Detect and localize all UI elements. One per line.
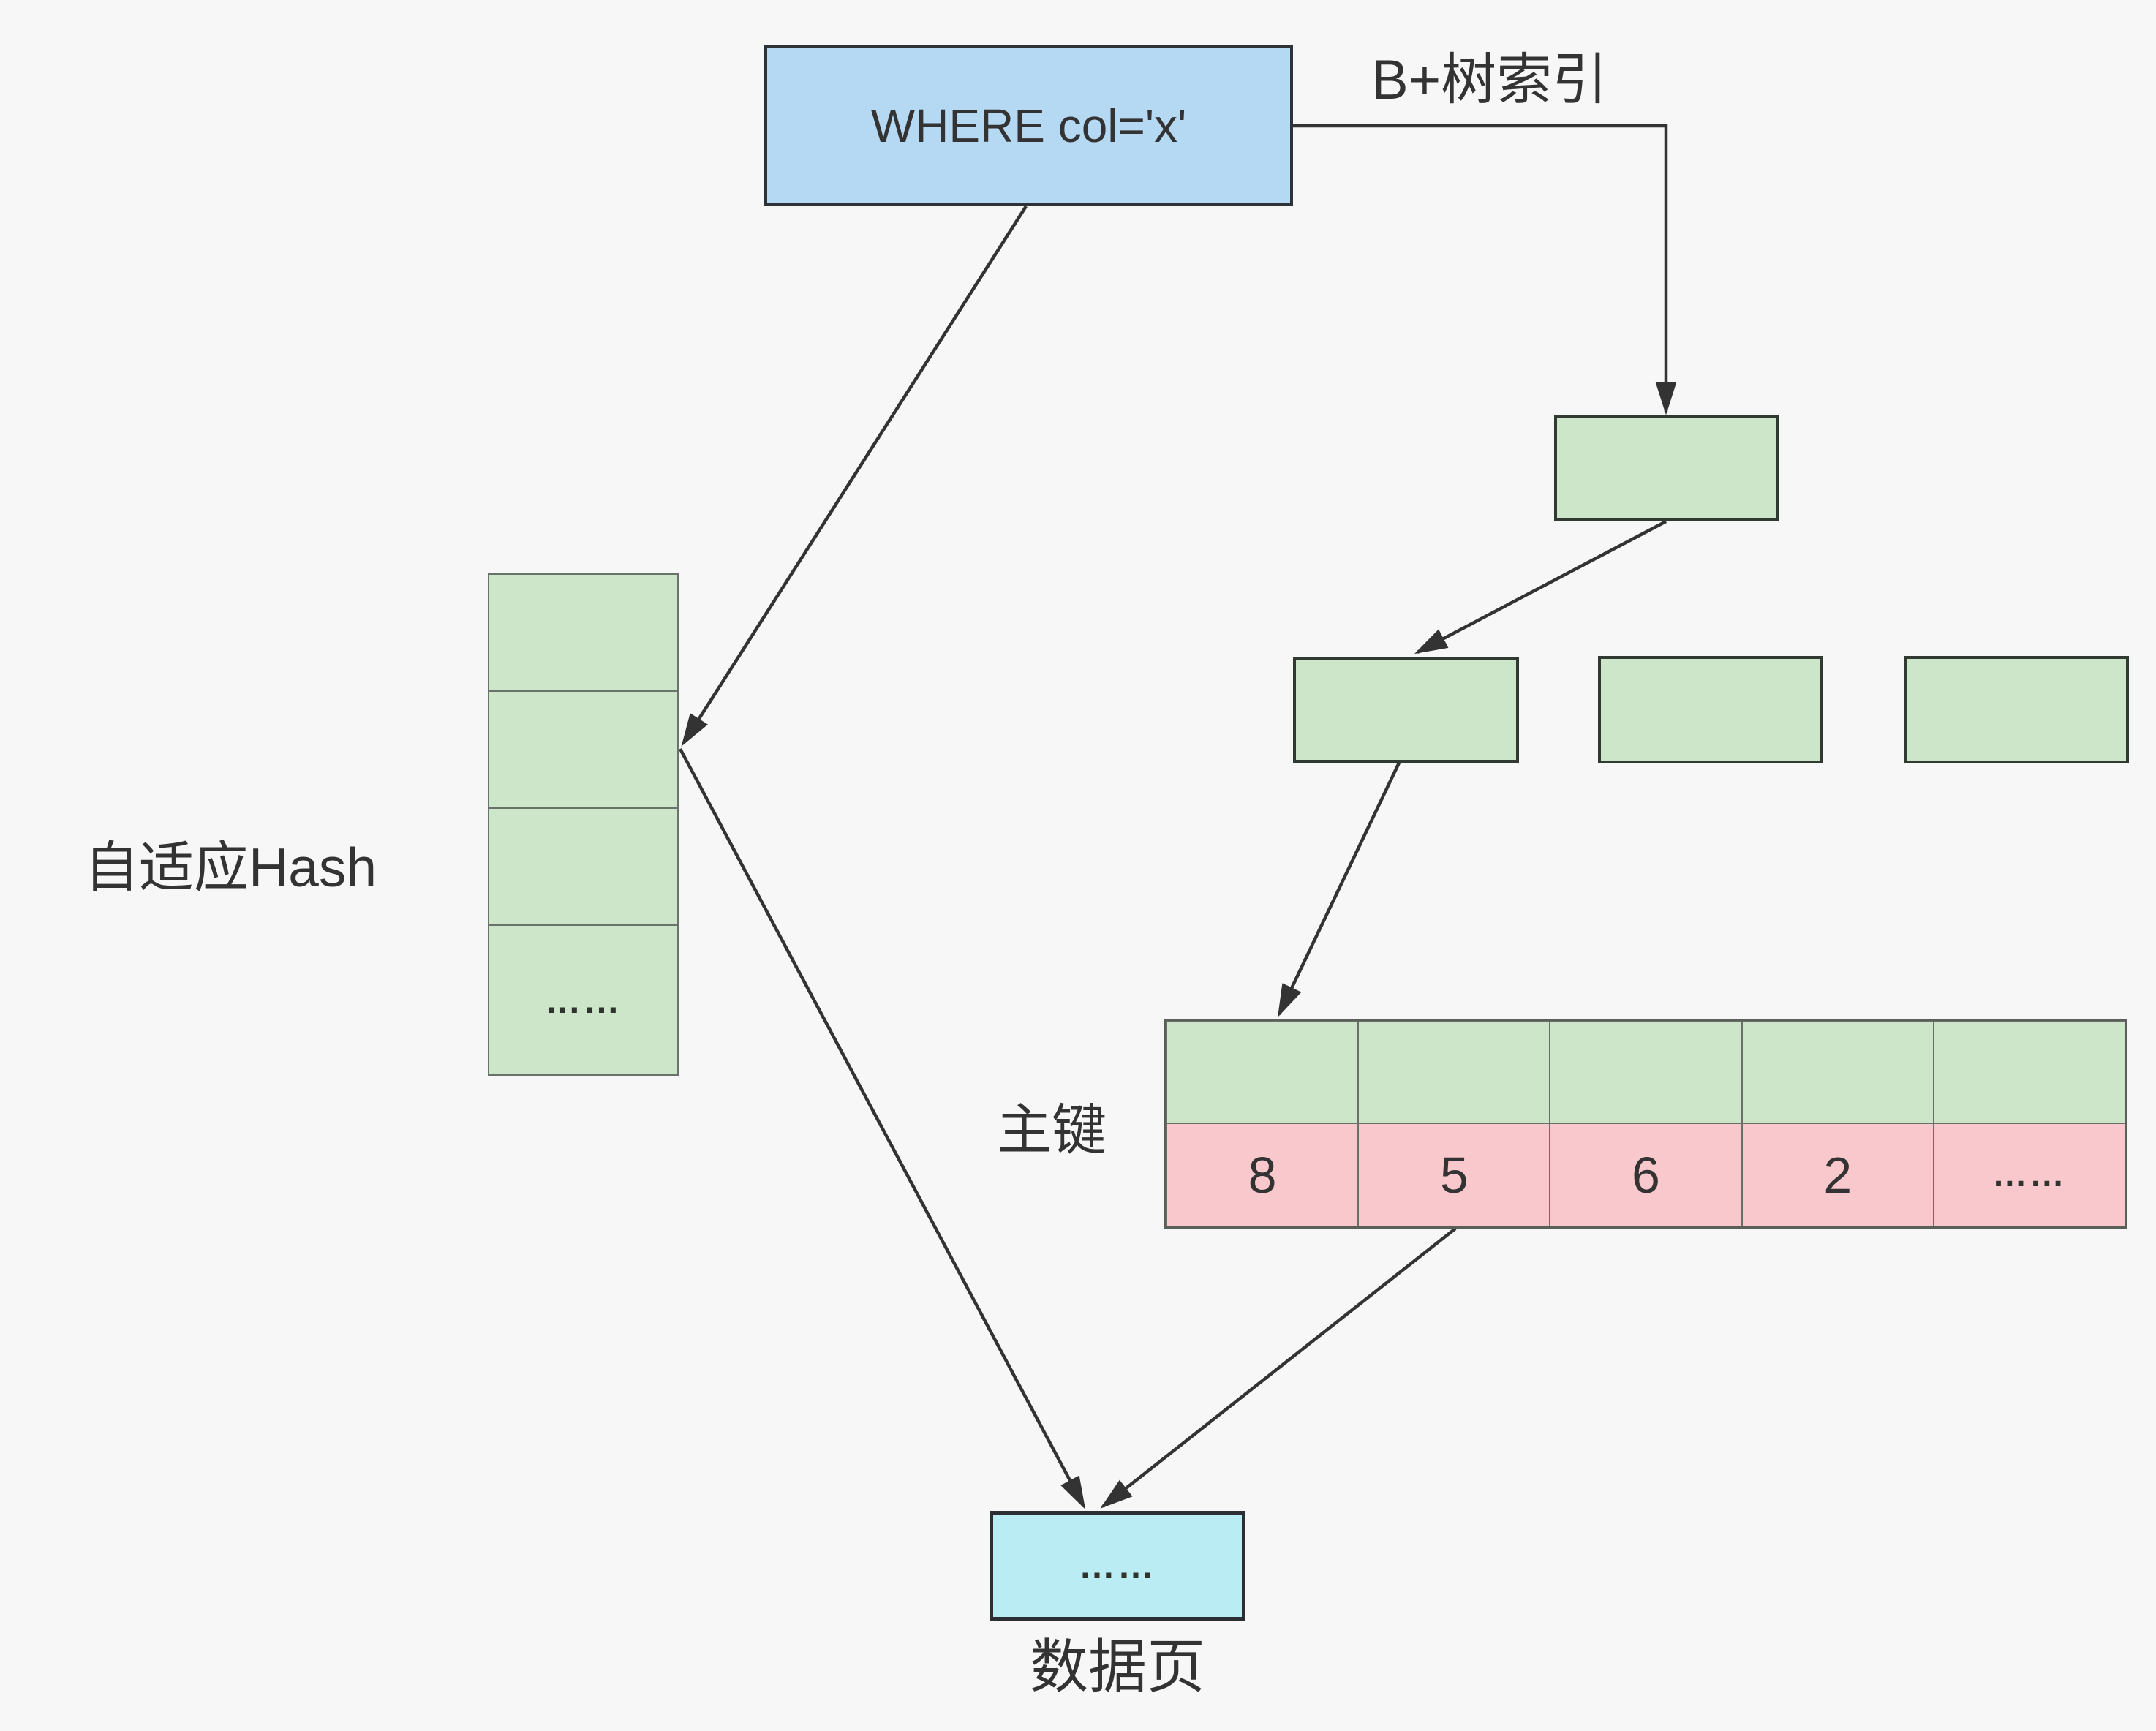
btree-root-node (1554, 415, 1779, 521)
pk-value-cell-1: 8 (1166, 1123, 1359, 1226)
adaptive-hash-stack: …… (488, 573, 679, 1076)
btree-level2-node-2 (1598, 656, 1823, 763)
where-clause-box: WHERE col='x' (764, 45, 1293, 206)
pk-value-2: 5 (1439, 1146, 1469, 1204)
hash-ellipsis-text: …… (544, 979, 622, 1021)
data-page-box: …… (990, 1511, 1245, 1621)
pk-value-3: 6 (1632, 1146, 1660, 1204)
hash-bucket-ellipsis: …… (489, 926, 677, 1074)
adaptive-hash-label: 自适应Hash (84, 837, 377, 898)
btree-level2-node-1 (1293, 657, 1519, 763)
primary-key-table: 8 5 6 2 …… (1164, 1019, 2127, 1229)
pk-value-cell-4: 2 (1741, 1123, 1934, 1226)
pk-green-cell-2 (1358, 1021, 1550, 1123)
pk-value-4: 2 (1823, 1146, 1852, 1204)
primary-key-label: 主键 (997, 1099, 1107, 1161)
arrow-root-to-level2 (1414, 520, 1667, 655)
pk-value-cell-3: 6 (1550, 1123, 1742, 1226)
data-page-ellipsis-text: …… (1079, 1545, 1156, 1586)
arrow-level2-to-pk-table (1277, 762, 1401, 1018)
data-page-label: 数据页 (1030, 1634, 1205, 1700)
pk-value-1: 8 (1248, 1146, 1277, 1204)
pk-green-cell-4 (1741, 1021, 1934, 1123)
hash-bucket-2 (489, 692, 677, 809)
btree-level2-node-3 (1904, 656, 2129, 763)
pk-green-cell-5 (1933, 1021, 2125, 1123)
arrow-where-to-btree-root (1293, 124, 1677, 415)
pk-green-cell-3 (1550, 1021, 1742, 1123)
arrow-pk-to-data-page (1100, 1227, 1457, 1509)
where-clause-text: WHERE col='x' (870, 99, 1187, 152)
pk-value-cell-ellipsis: …… (1933, 1123, 2125, 1226)
arrow-where-to-hash (681, 205, 1028, 747)
pk-value-cell-2: 5 (1358, 1123, 1550, 1226)
hash-bucket-3 (489, 809, 677, 926)
pk-green-cell-1 (1166, 1021, 1359, 1123)
pk-ellipsis-text: …… (1991, 1155, 2067, 1194)
btree-index-label: B+树索引 (1371, 49, 1608, 111)
hash-bucket-1 (489, 575, 677, 692)
